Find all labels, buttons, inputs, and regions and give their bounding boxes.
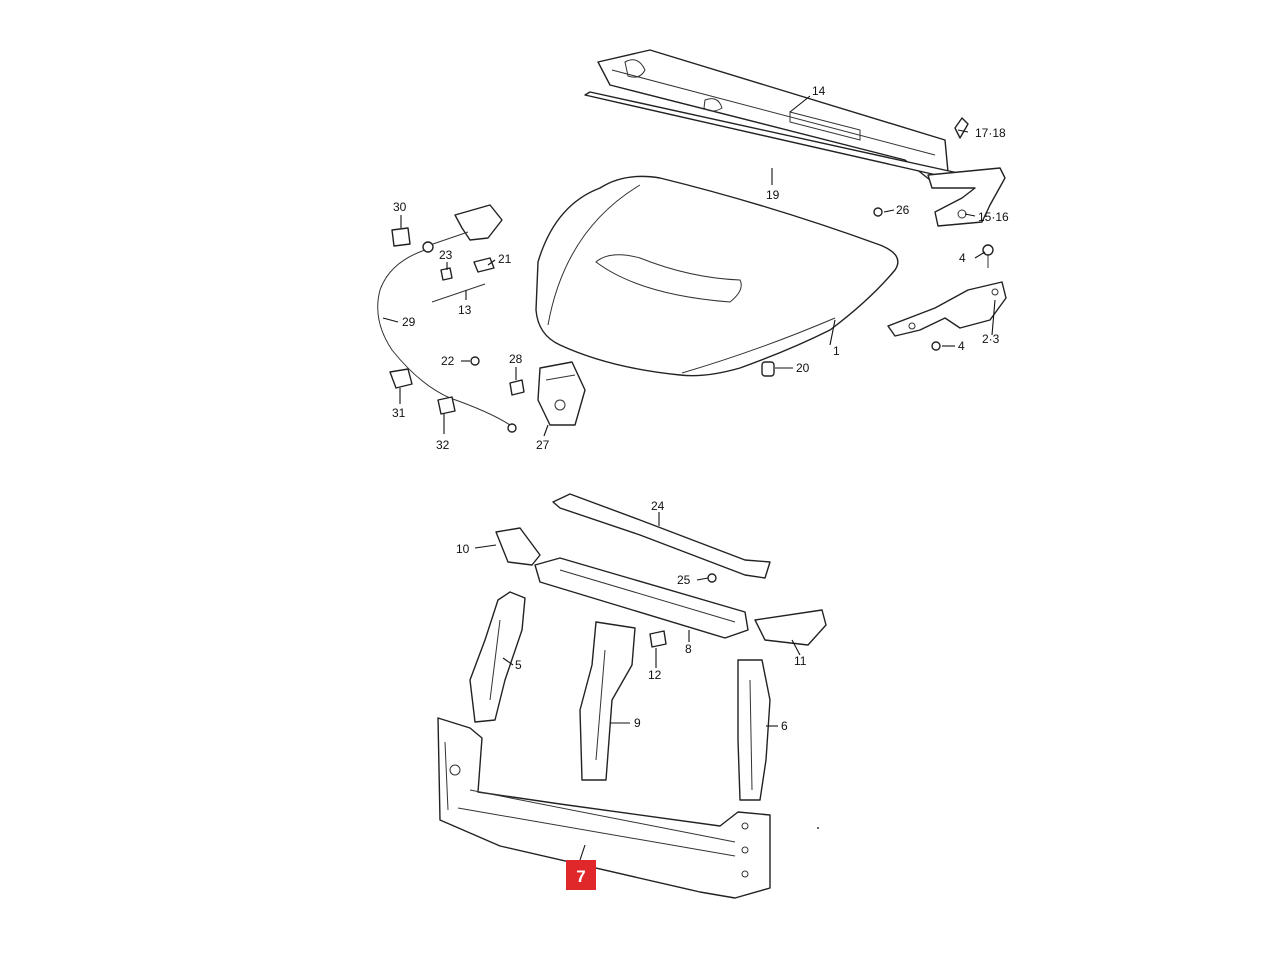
label-25: 25 xyxy=(677,573,691,587)
clip-31 xyxy=(389,368,413,389)
hood-hinge xyxy=(887,281,1007,337)
clip-22 xyxy=(470,356,480,366)
support-9 xyxy=(579,621,636,781)
label-2-3: 2·3 xyxy=(982,332,1000,346)
bracket-11 xyxy=(754,609,827,646)
label-20: 20 xyxy=(796,361,810,375)
label-21: 21 xyxy=(498,252,512,266)
label-6: 6 xyxy=(781,719,788,733)
label-19: 19 xyxy=(766,188,780,202)
label-32: 32 xyxy=(436,438,450,452)
label-1: 1 xyxy=(833,344,840,358)
grommet-30 xyxy=(391,227,411,247)
label-13: 13 xyxy=(458,303,472,317)
label-17-18: 17·18 xyxy=(975,126,1006,140)
bolt-4-lower xyxy=(931,341,941,351)
release-handle xyxy=(422,204,503,253)
bracket-10 xyxy=(495,527,541,566)
support-5 xyxy=(469,591,526,723)
label-30: 30 xyxy=(393,200,407,214)
label-31: 31 xyxy=(392,406,406,420)
label-26: 26 xyxy=(896,203,910,217)
rod-13 xyxy=(431,257,495,303)
label-28: 28 xyxy=(509,352,523,366)
label-4-upper: 4 xyxy=(959,251,966,265)
cowl-clip xyxy=(954,117,969,139)
clip-32 xyxy=(437,396,456,415)
highlight-callout-7[interactable]: 7 xyxy=(566,860,596,890)
label-24: 24 xyxy=(651,499,665,513)
cowl-panel xyxy=(597,49,949,181)
bumper-20 xyxy=(761,361,775,377)
cross-member-8 xyxy=(534,557,749,639)
label-27: 27 xyxy=(536,438,550,452)
label-22: 22 xyxy=(441,354,455,368)
leader-lines xyxy=(382,95,996,861)
release-cable xyxy=(377,249,517,433)
label-23: 23 xyxy=(439,248,453,262)
bolt-28 xyxy=(509,379,525,396)
highlight-label: 7 xyxy=(576,867,585,886)
label-10: 10 xyxy=(456,542,470,556)
highlight-box xyxy=(566,860,596,890)
bolt-4-upper xyxy=(982,244,994,268)
label-15-16: 15·16 xyxy=(978,210,1009,224)
label-12: 12 xyxy=(648,668,662,682)
label-8: 8 xyxy=(685,642,692,656)
lower-radiator-support xyxy=(437,717,771,899)
label-9: 9 xyxy=(634,716,641,730)
label-29: 29 xyxy=(402,315,416,329)
support-6 xyxy=(737,659,771,801)
label-5: 5 xyxy=(515,658,522,672)
upper-tie-bar xyxy=(552,493,771,579)
hood xyxy=(535,175,899,377)
label-14: 14 xyxy=(812,84,826,98)
label-11: 11 xyxy=(794,654,807,668)
speck xyxy=(817,827,819,829)
hood-latch xyxy=(537,361,586,426)
callout-labels: 14 17·18 19 15·16 26 4 1 2·3 4 20 30 23 … xyxy=(392,84,1009,733)
clip-26 xyxy=(873,207,883,217)
label-4-lower: 4 xyxy=(958,339,965,353)
bolt-12 xyxy=(649,630,667,648)
clip-25 xyxy=(707,573,717,583)
